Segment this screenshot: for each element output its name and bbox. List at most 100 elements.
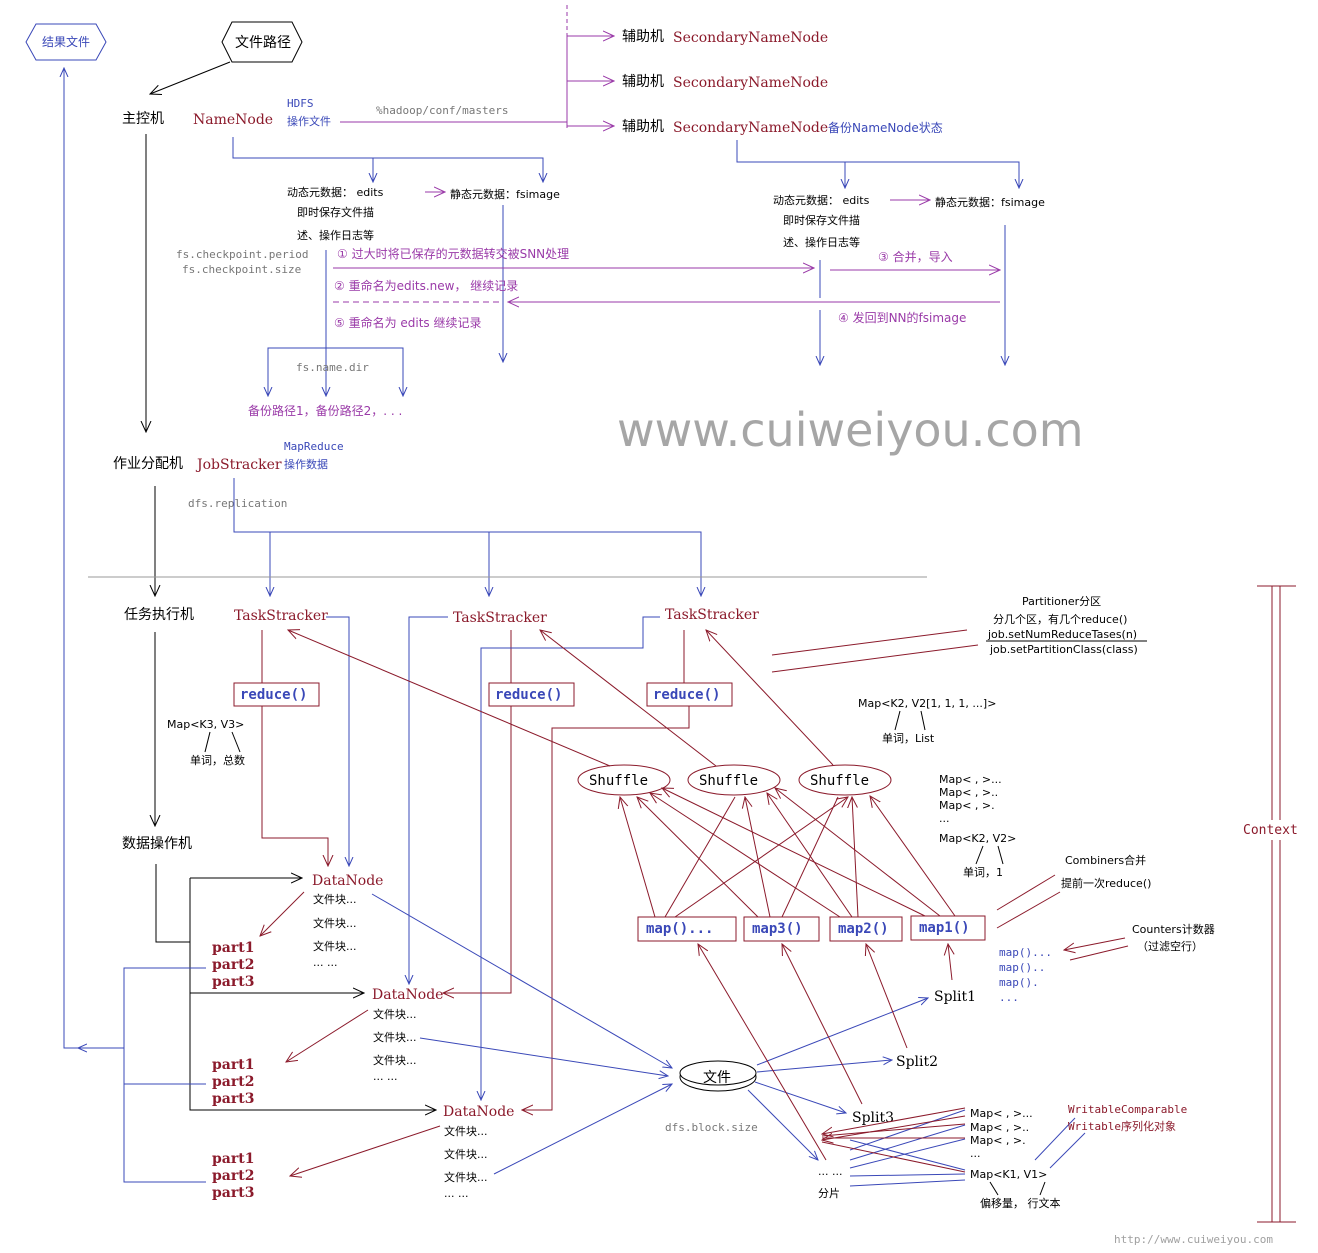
map-a-bottom: Map< , >... [970,1107,1033,1120]
k2-pointer [894,710,901,731]
dn1-to-parts [260,891,305,936]
dn3-block-3: 文件块... [444,1170,488,1184]
map3-label: map3() [752,921,803,937]
dn3-to-file [493,1084,672,1175]
tt1-to-dn1 [326,616,349,866]
mapreduce-op-label: 操作数据 [284,457,328,471]
tasktracker-1: TaskStracker [234,608,328,624]
map-entries-to-split-lines [849,1109,966,1187]
masters-conf-label: %hadoop/conf/masters [376,104,508,117]
reduce-label-1: reduce() [240,687,307,703]
partitioner-label-3: job.setNumReduceTases(n) [987,628,1137,641]
result-file-label: 结果文件 [42,34,90,49]
snn-fsimage-line [736,140,1019,188]
split1-label: Split1 [934,989,976,1005]
map-call-2: map().. [999,961,1045,974]
shuffle-1-label: Shuffle [589,773,648,789]
map-k3v3-label: Map<K3, V3> [167,718,244,731]
edits-label: 动态元数据： edits [287,185,384,199]
snn-3: SecondaryNameNode [673,120,828,136]
snn-edits-desc-2: 述、操作日志等 [783,235,860,249]
dn3-part1: part1 [212,1151,254,1167]
split3-to-map3 [782,944,863,1105]
map-c-label: Map< , >. [939,799,995,812]
backup-state-label: 备份NameNode状态 [828,121,943,135]
result-file-hexagon [25,23,107,61]
dn2-dots: ... ... [373,1070,397,1083]
file-path-arrow [150,61,231,94]
step-2-label: ② 重命名为edits.new， 继续记录 [334,278,518,293]
nn-fsimage-line [232,137,543,182]
dn2-part3: part3 [212,1091,254,1107]
map-k1v1-label: Map<K1, V1> [970,1168,1047,1181]
dn3-dots: ... ... [444,1187,468,1200]
file-to-shards [747,1089,818,1160]
result-return-line [64,68,124,1049]
file-label: 文件 [703,1070,731,1086]
counters-label: Counters计数器 [1132,923,1215,936]
edits-desc-1: 即时保存文件描 [297,205,374,219]
dn1-block-2: 文件块... [313,916,357,930]
reduce-label-3: reduce() [653,687,720,703]
writable-line-1 [1034,1117,1076,1161]
dn3-block-2: 文件块... [444,1147,488,1161]
combiners-line-2 [996,891,1061,929]
datanode-2: DataNode [372,987,443,1003]
jobtracker-label: JobStracker [195,457,282,473]
counters-label-2: （过滤空行） [1137,939,1203,953]
dn2-to-file [419,1037,668,1076]
shuffle1-to-tt1 [288,630,611,767]
map-entries-red-lines [822,1107,966,1173]
dn2-part2: part2 [212,1074,254,1090]
tt2-to-dn2 [409,616,448,984]
map1-label: map1() [919,920,970,936]
dn1-part3: part3 [212,974,254,990]
map-b-label: Map< , >.. [939,786,998,799]
file-cylinder-top [679,1060,757,1086]
map3-box [743,916,820,942]
map-dots-label: map()... [646,921,713,937]
shuffle3-to-tt3 [706,630,834,766]
map-call-3: map(). [999,976,1039,989]
v3-pointer [231,731,241,753]
mapreduce-label: MapReduce [284,440,344,453]
counters-arrow-1 [1064,937,1126,950]
shard-dots: ... ... [818,1165,842,1178]
dn2-block-2: 文件块... [373,1030,417,1044]
tt3-to-dn3 [481,616,660,1100]
partitioner-label-2: 分几个区，有几个reduce() [993,612,1127,626]
jt-distribution-line [233,478,701,596]
dn3-part2: part2 [212,1168,254,1184]
map2-label: map2() [838,921,889,937]
word-list-label: 单词，List [882,732,935,745]
hdfs-label: HDFS [287,97,314,110]
dn1-to-file [371,893,672,1068]
dn1-part1: part1 [212,940,254,956]
map-call-4: ... [999,991,1019,1004]
step-1-label: ① 过大时将已保存的元数据转交被SNN处理 [337,246,569,261]
split1-to-map1 [948,944,952,981]
dn2-block-3: 文件块... [373,1053,417,1067]
shuffle2-to-tt2 [540,630,717,767]
dn3-to-parts [290,1125,441,1176]
partitioner-line-1 [771,629,968,656]
file-path-label: 文件路径 [235,35,291,51]
k1-pointer [989,1181,999,1196]
file-to-split1 [756,998,928,1066]
dn1-block-1: 文件块... [313,892,357,906]
step-5-label: ⑤ 重命名为 edits 继续记录 [334,315,482,330]
split2-label: Split2 [896,1054,938,1070]
counters-arrow-2 [1069,945,1129,961]
snn-edits-desc-1: 即时保存文件描 [783,213,860,227]
namenode-label: NameNode [193,112,273,128]
combiners-line-1 [996,874,1056,911]
dn2-block-1: 文件块... [373,1007,417,1021]
file-to-split2 [756,1060,892,1073]
map-k2-list-label: Map<K2, V2[1, 1, 1, ...]> [858,697,996,710]
map-call-1: map()... [999,946,1052,959]
master-machine-label: 主控机 [122,111,164,127]
k2v2-pointer-2 [997,845,1004,865]
backup-paths-label: 备份路径1，备份路径2，. . . [248,403,402,418]
file-path-hexagon [221,21,303,63]
